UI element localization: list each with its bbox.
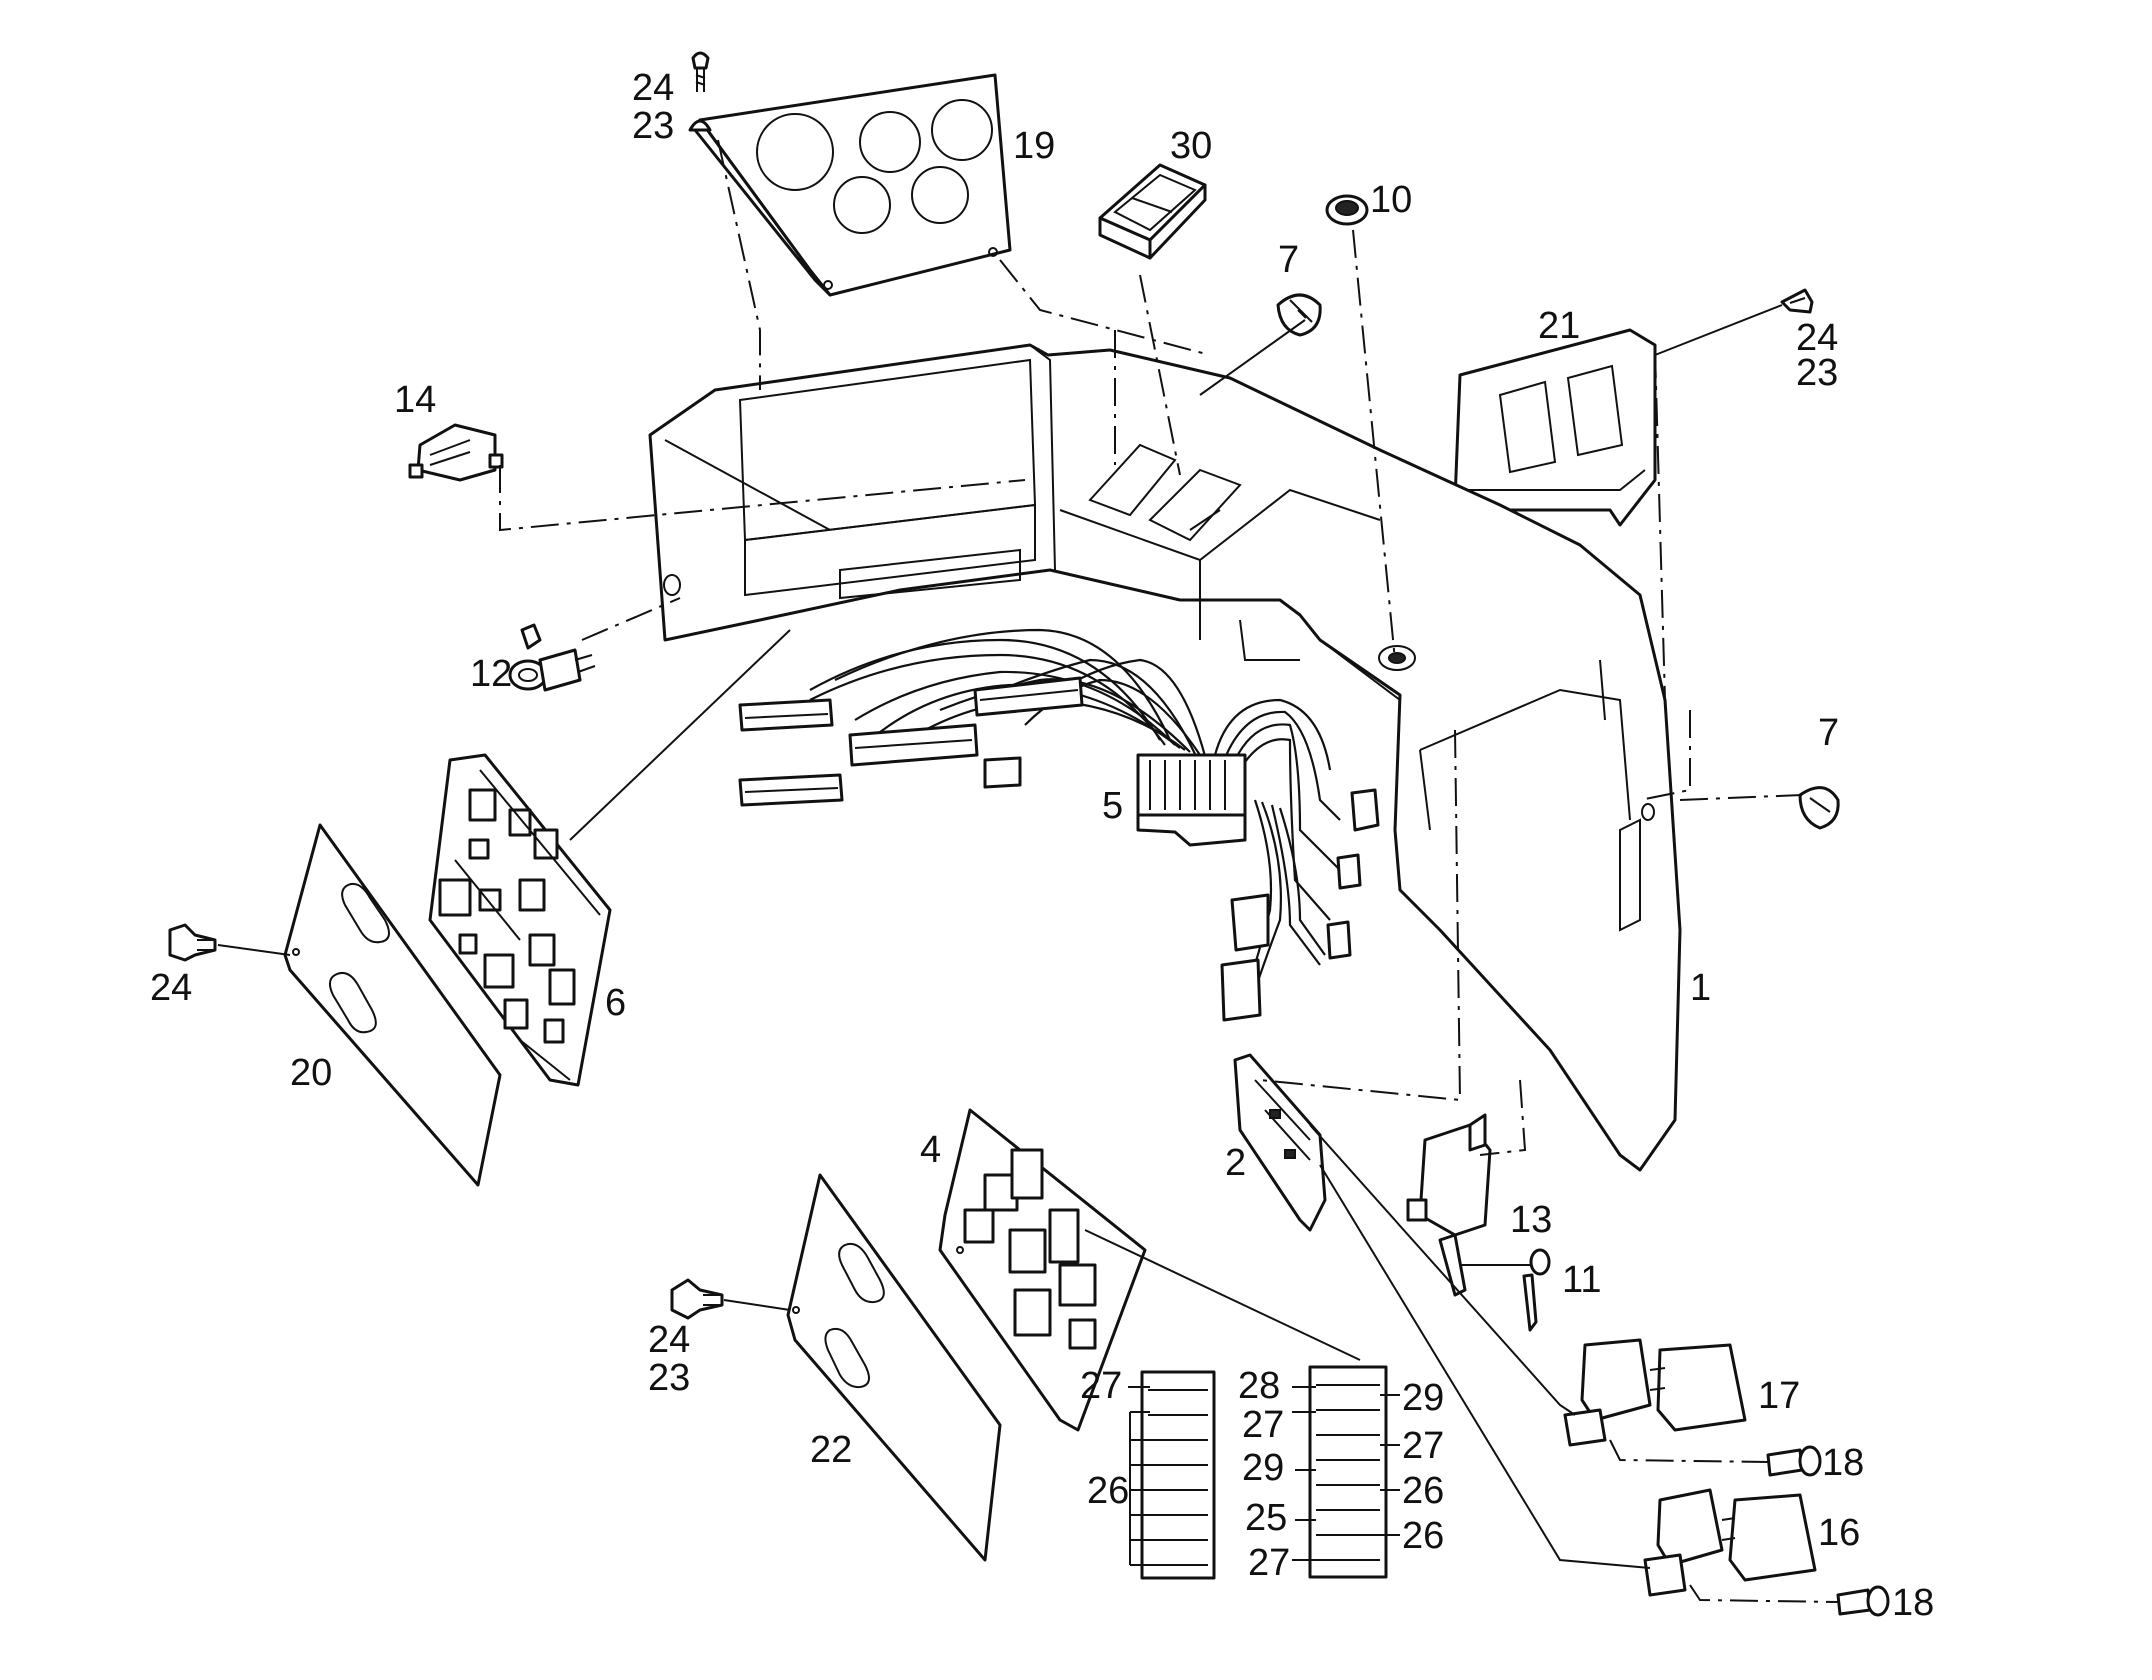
- fuse-callout-ticks: [1128, 1386, 1400, 1566]
- callout-18-a: 18: [1822, 1442, 1864, 1484]
- fuse-callout-27-b: 27: [1242, 1404, 1284, 1446]
- part-10-grommet-icon: [1325, 194, 1369, 226]
- callout-18-b: 18: [1892, 1582, 1934, 1624]
- fuse-callout-27-d: 27: [1402, 1425, 1444, 1467]
- fuse-block-right: [1308, 1365, 1388, 1579]
- callout-17: 17: [1758, 1375, 1800, 1417]
- part-4-relay-board: [938, 1108, 1147, 1432]
- part-17-relay: [1563, 1338, 1747, 1447]
- callout-23-top: 23: [632, 105, 674, 147]
- callout-7-right: 7: [1818, 712, 1839, 754]
- part-6-circuit-board: [428, 753, 612, 1087]
- callout-labels: 24 23 19 30 10 7 21 24 23 14 12 5 7 1 6 …: [150, 67, 1934, 1624]
- screw-24-top-icon: [691, 51, 710, 92]
- screw-24-tr-icon: [1780, 288, 1814, 314]
- callout-22: 22: [810, 1429, 852, 1471]
- part-2-bracket: [1233, 1053, 1327, 1232]
- callout-1: 1: [1690, 967, 1711, 1009]
- fuse-callout-26-c: 26: [1402, 1515, 1444, 1557]
- screw-18-a-icon: [1766, 1445, 1822, 1477]
- callout-11: 11: [1562, 1259, 1601, 1301]
- callout-6: 6: [605, 982, 626, 1024]
- fuse-block-left: [1140, 1370, 1216, 1580]
- part-14-plug: [408, 423, 504, 482]
- assembly-lines: [217, 139, 1839, 1603]
- callout-10: 10: [1370, 179, 1412, 221]
- fuse-callout-26-a: 26: [1087, 1470, 1129, 1512]
- fuse-callout-27-a: 27: [1080, 1365, 1122, 1407]
- fuse-callout-27-c: 27: [1248, 1542, 1290, 1584]
- part-30-switch: [1098, 163, 1207, 260]
- part-wiring-harness: [738, 628, 1380, 1022]
- part-19-gauge-cover: [693, 73, 1012, 297]
- callout-2: 2: [1225, 1142, 1246, 1184]
- part-16-relay: [1643, 1488, 1817, 1597]
- part-12-key-switch: [508, 623, 596, 692]
- fuse-callout-29-b: 29: [1402, 1377, 1444, 1419]
- washer-23-top-icon: [688, 119, 712, 132]
- callout-23-bottom: 23: [648, 1357, 690, 1399]
- part-1-dashboard-housing: [648, 343, 1682, 1172]
- callout-5: 5: [1102, 785, 1123, 827]
- part-7-knob-top-icon: [1276, 293, 1322, 337]
- part-13-buzzer: [1406, 1113, 1492, 1297]
- callout-7-top: 7: [1278, 239, 1299, 281]
- fuse-callout-29-a: 29: [1242, 1447, 1284, 1489]
- callout-23-tr: 23: [1796, 352, 1838, 394]
- callout-30: 30: [1170, 125, 1212, 167]
- callout-20: 20: [290, 1052, 332, 1094]
- fuse-callout-26-b: 26: [1402, 1470, 1444, 1512]
- part-22-cover-plate: [786, 1173, 1002, 1562]
- callout-19: 19: [1013, 125, 1055, 167]
- callout-4: 4: [920, 1129, 941, 1171]
- fuse-callout-28: 28: [1238, 1365, 1280, 1407]
- callout-12: 12: [470, 653, 512, 695]
- part-7-knob-right-icon: [1798, 786, 1840, 830]
- part-20-cover-plate: [283, 823, 502, 1187]
- callout-24-tr: 24: [1796, 317, 1838, 359]
- callout-14: 14: [394, 379, 436, 421]
- fuse-callout-25: 25: [1245, 1497, 1287, 1539]
- screw-24-left-icon: [168, 923, 217, 962]
- callout-24-top: 24: [632, 67, 674, 109]
- part-21-switch-cover: [1453, 328, 1657, 527]
- callout-24-bottom: 24: [648, 1319, 690, 1361]
- callout-24-left: 24: [150, 967, 192, 1009]
- screw-24-bottom-icon: [670, 1278, 724, 1320]
- part-11-pin-icon: [1522, 1248, 1551, 1332]
- callout-13: 13: [1510, 1199, 1552, 1241]
- screw-18-b-icon: [1836, 1585, 1890, 1617]
- callout-21: 21: [1538, 305, 1580, 347]
- callout-16: 16: [1818, 1512, 1860, 1554]
